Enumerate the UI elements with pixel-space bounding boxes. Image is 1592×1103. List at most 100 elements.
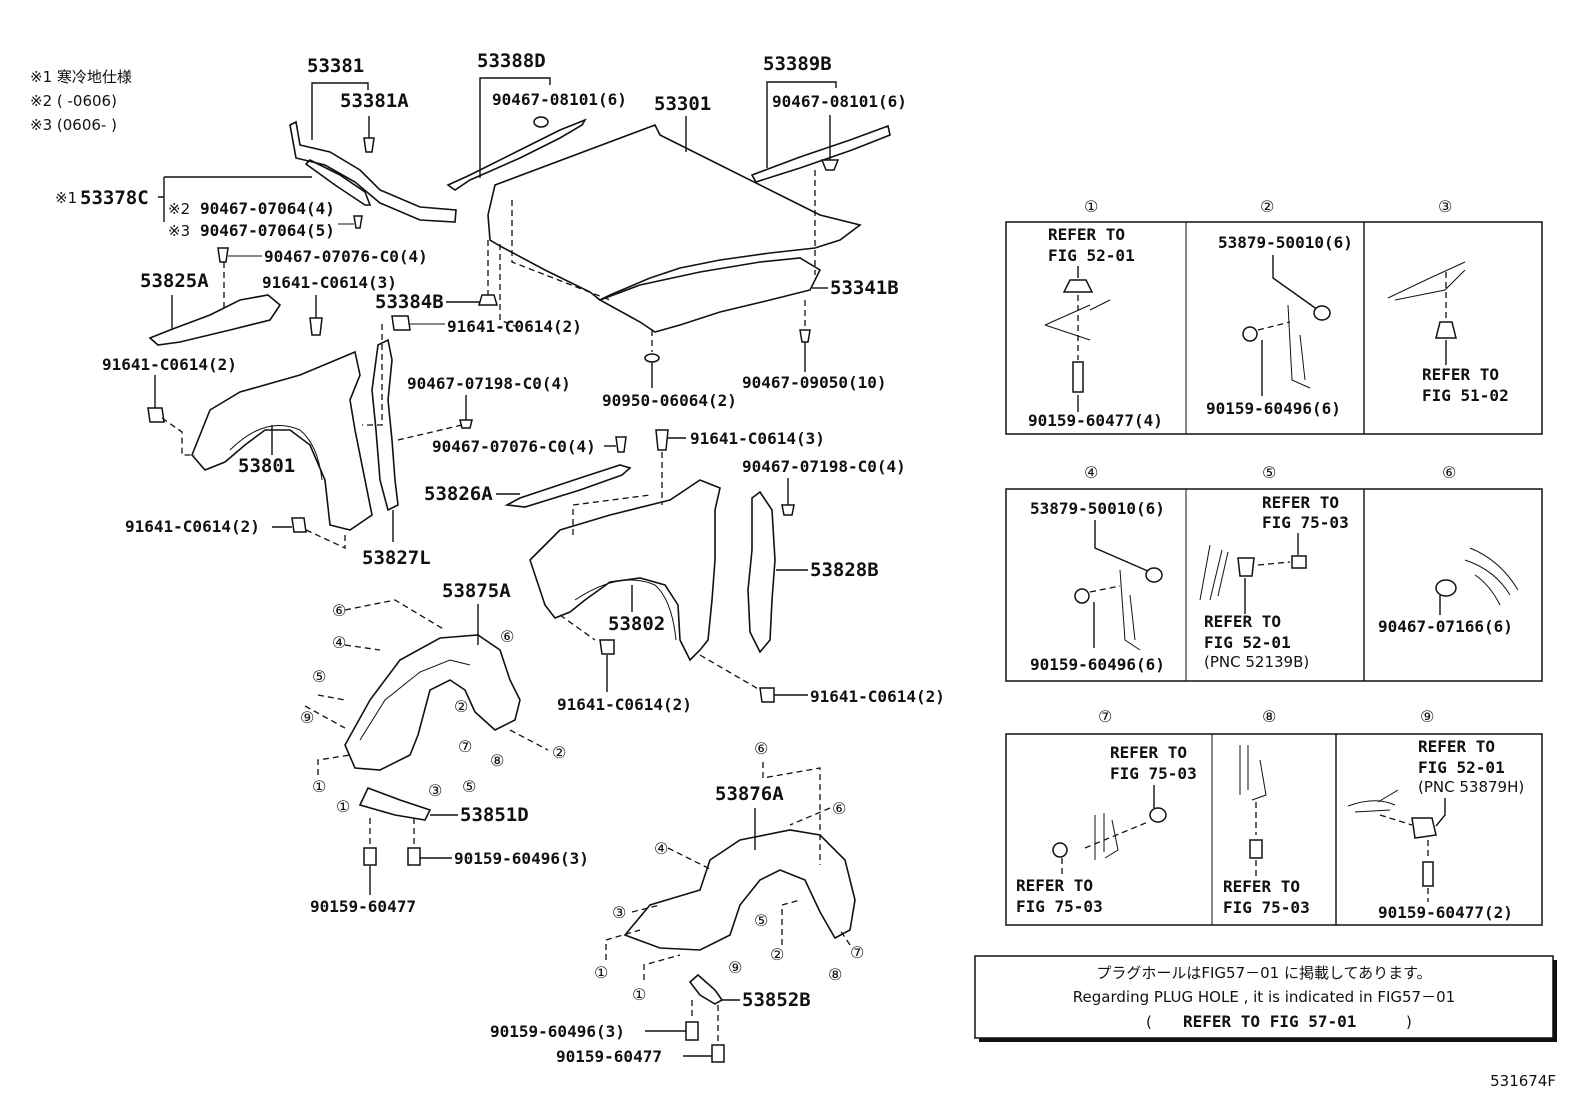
label-53381[interactable]: 53381 <box>307 55 364 77</box>
bracket-53852b-shape[interactable] <box>688 973 724 1005</box>
label-53301[interactable]: 53301 <box>654 93 711 115</box>
callout-9[interactable]: ⑨ <box>728 958 742 977</box>
detail-2-part[interactable]: 90159-60496(6) <box>1206 399 1341 418</box>
callout-4[interactable]: ④ <box>654 839 668 858</box>
detail-4-top-part[interactable]: 53879-50010(6) <box>1030 499 1165 518</box>
hood-insulator-53341b-shape[interactable] <box>598 257 822 333</box>
label-90467-07076-mid[interactable]: 90467-07076-C0(4) <box>432 437 596 456</box>
label-53384b[interactable]: 53384B <box>375 291 444 313</box>
detail-4-part[interactable]: 90159-60496(6) <box>1030 655 1165 674</box>
figure-id: 531674F <box>1490 1072 1556 1090</box>
callout-3[interactable]: ③ <box>428 781 442 800</box>
label-90467-09050[interactable]: 90467-09050(10) <box>742 373 887 392</box>
label-90467-07076-top[interactable]: 90467-07076-C0(4) <box>264 247 428 266</box>
hood-seal-53381-shape[interactable] <box>289 120 457 223</box>
fender-53802-shape[interactable] <box>529 479 721 662</box>
detail-2-top-part[interactable]: 53879-50010(6) <box>1218 233 1353 252</box>
callout-5[interactable]: ⑤ <box>754 911 768 930</box>
splash-seal-53827l-shape[interactable] <box>371 338 399 512</box>
plug-hole-note-ref[interactable]: REFER TO FIG 57-01 <box>1183 1012 1356 1031</box>
label-53341b[interactable]: 53341B <box>830 277 899 299</box>
liner-53875a-shape[interactable] <box>344 634 521 771</box>
detail-6-part[interactable]: 90467-07166(6) <box>1378 617 1513 636</box>
label-53826a[interactable]: 53826A <box>424 483 493 505</box>
detail-1-part[interactable]: 90159-60477(4) <box>1028 411 1163 430</box>
callout-5[interactable]: ⑤ <box>462 777 476 796</box>
callout-6[interactable]: ⑥ <box>332 601 346 620</box>
hood-seal-53378c-shape[interactable] <box>304 159 372 206</box>
screw-icon <box>1291 555 1307 569</box>
label-53827l[interactable]: 53827L <box>362 547 431 569</box>
callout-8[interactable]: ⑧ <box>490 751 504 770</box>
label-90159-60477-b[interactable]: 90159-60477 <box>556 1047 662 1066</box>
label-90467-08101-left[interactable]: 90467-08101(6) <box>492 90 627 109</box>
detail-9-pnc[interactable]: (PNC 53879H) <box>1418 778 1524 796</box>
hood-53301-shape[interactable] <box>487 123 862 301</box>
label-91641-3-top[interactable]: 91641-C0614(3) <box>262 273 397 292</box>
label-91641-3-mid[interactable]: 91641-C0614(3) <box>690 429 825 448</box>
detail-5-pnc[interactable]: (PNC 52139B) <box>1204 653 1309 671</box>
label-53876a[interactable]: 53876A <box>715 783 784 805</box>
callout-6[interactable]: ⑥ <box>500 627 514 646</box>
label-53389b[interactable]: 53389B <box>763 53 832 75</box>
label-53801[interactable]: 53801 <box>238 455 295 477</box>
callout-7[interactable]: ⑦ <box>458 737 472 756</box>
seal-53389b-shape[interactable] <box>750 124 891 183</box>
callout-6[interactable]: ⑥ <box>754 739 768 758</box>
callout-2[interactable]: ② <box>454 697 468 716</box>
mark-3: ※3 <box>168 222 190 240</box>
label-90467-07198-right[interactable]: 90467-07198-C0(4) <box>742 457 906 476</box>
label-90159-60496-a[interactable]: 90159-60496(3) <box>454 849 589 868</box>
label-53825a[interactable]: 53825A <box>140 270 209 292</box>
callout-1[interactable]: ① <box>336 797 350 816</box>
part-53825a-shape[interactable] <box>148 294 282 346</box>
label-91641-2-lower[interactable]: 91641-C0614(2) <box>125 517 260 536</box>
seal-53388d-shape[interactable] <box>446 118 587 191</box>
callout-4[interactable]: ④ <box>332 633 346 652</box>
callout-8[interactable]: ⑧ <box>828 965 842 984</box>
detail-5-bottom-ref-line2: FIG 52-01 <box>1204 633 1291 652</box>
label-53802[interactable]: 53802 <box>608 613 665 635</box>
label-53851d[interactable]: 53851D <box>460 804 529 826</box>
clip-icon <box>799 329 811 343</box>
label-91641-2-left[interactable]: 91641-C0614(2) <box>102 355 237 374</box>
label-53388d[interactable]: 53388D <box>477 50 546 72</box>
detail-5-header: ⑤ <box>1262 463 1276 482</box>
callout-2[interactable]: ② <box>770 945 784 964</box>
label-53378c[interactable]: 53378C <box>80 187 149 209</box>
label-90467-08101-right[interactable]: 90467-08101(6) <box>772 92 907 111</box>
label-90467-07064-5[interactable]: 90467-07064(5) <box>200 221 335 240</box>
detail-7-top-ref-line2: FIG 75-03 <box>1110 764 1197 783</box>
callout-1[interactable]: ① <box>632 985 646 1004</box>
bolt-icon <box>1072 361 1084 393</box>
label-90467-07198-mid[interactable]: 90467-07198-C0(4) <box>407 374 571 393</box>
fender-53801-shape[interactable] <box>191 350 373 531</box>
callout-6[interactable]: ⑥ <box>832 799 846 818</box>
label-90467-07064-4[interactable]: 90467-07064(4) <box>200 199 335 218</box>
label-91641-2-b2[interactable]: 91641-C0614(2) <box>810 687 945 706</box>
callout-2[interactable]: ② <box>552 743 566 762</box>
callout-1[interactable]: ① <box>312 777 326 796</box>
label-53852b[interactable]: 53852B <box>742 989 811 1011</box>
label-53381a[interactable]: 53381A <box>340 90 409 112</box>
callout-3[interactable]: ③ <box>612 903 626 922</box>
label-90159-60477-a[interactable]: 90159-60477 <box>310 897 416 916</box>
callout-9[interactable]: ⑨ <box>300 708 314 727</box>
bolt-icon <box>599 639 615 655</box>
bracket-53851d-shape[interactable] <box>358 786 432 821</box>
label-53875a[interactable]: 53875A <box>442 580 511 602</box>
label-91641-2-hood[interactable]: 91641-C0614(2) <box>447 317 582 336</box>
callout-5[interactable]: ⑤ <box>312 667 326 686</box>
label-91641-2-b1[interactable]: 91641-C0614(2) <box>557 695 692 714</box>
plug-icon <box>1435 579 1457 597</box>
detail-9: REFER TO FIG 52-01 (PNC 53879H) 90159-60… <box>1347 737 1524 922</box>
label-90159-60496-b[interactable]: 90159-60496(3) <box>490 1022 625 1041</box>
callout-1[interactable]: ① <box>594 963 608 982</box>
reinforcement-53826a-shape[interactable] <box>504 464 632 508</box>
detail-9-part[interactable]: 90159-60477(2) <box>1378 903 1513 922</box>
detail-5: REFER TO FIG 75-03 REFER TO FIG 52-01 (P… <box>1199 493 1349 671</box>
label-90950-06064[interactable]: 90950-06064(2) <box>602 391 737 410</box>
label-53828b[interactable]: 53828B <box>810 559 879 581</box>
splash-seal-53828b-shape[interactable] <box>747 490 776 654</box>
callout-7[interactable]: ⑦ <box>850 943 864 962</box>
